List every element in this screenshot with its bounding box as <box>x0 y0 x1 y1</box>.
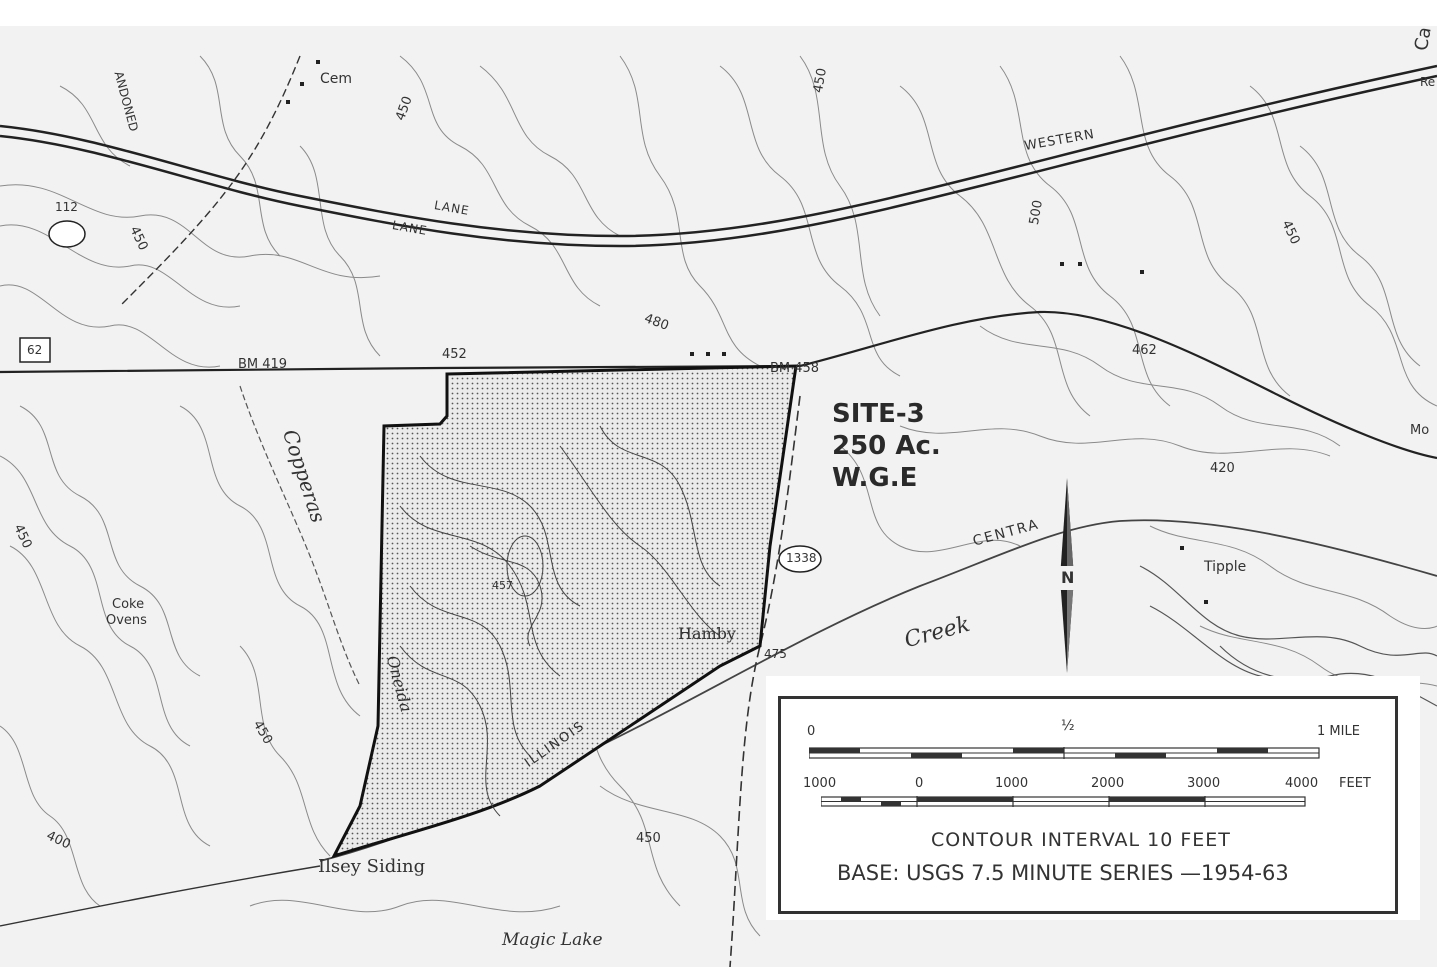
site-name: SITE-3 <box>832 399 925 429</box>
re-label: Re <box>1420 75 1436 89</box>
building-markers <box>286 60 1208 604</box>
spot-475: 475 <box>764 647 787 661</box>
legend: 0 ½ 1 MILE 1000 0 1000 2000 3000 <box>766 676 1420 920</box>
magic-lake-label: Magic Lake <box>502 930 603 950</box>
north-arrow: N <box>1050 478 1084 678</box>
mile-tick-1: 1 MILE <box>1317 724 1360 739</box>
contour-420: 420 <box>1210 461 1235 476</box>
mile-tick-0: 0 <box>807 724 816 739</box>
cemetery-label: Cem <box>320 71 353 87</box>
feet-scale-bar <box>821 796 1306 807</box>
feet-unit: FEET <box>1339 776 1371 791</box>
contour-lines <box>0 55 1437 937</box>
site-owner: W.G.E <box>832 463 918 493</box>
mile-tick-half: ½ <box>1061 718 1075 734</box>
copperas-creek <box>239 385 361 687</box>
site-contours <box>399 425 721 817</box>
feet-tick-1000: 1000 <box>995 776 1029 791</box>
interstate-highway <box>0 64 1437 248</box>
topographic-map: Cem ANDONED 450 450 Ca Re WESTERN LANE L… <box>0 26 1437 967</box>
contour-interval: CONTOUR INTERVAL 10 FEET <box>931 829 1231 851</box>
illinois-railroad <box>0 865 321 927</box>
main-road <box>0 310 1437 460</box>
mo-label: Mo <box>1410 423 1430 438</box>
legend-frame: 0 ½ 1 MILE 1000 0 1000 2000 3000 <box>778 696 1398 914</box>
base-note: BASE: USGS 7.5 MINUTE SERIES —1954-63 <box>837 861 1289 885</box>
site-label: SITE-3 250 Ac. W.G.E <box>832 398 941 494</box>
feet-tick-4000: 4000 <box>1285 776 1319 791</box>
route-62-label: 62 <box>27 343 43 357</box>
site-area: 250 Ac. <box>832 431 941 461</box>
map-linework <box>0 55 1437 967</box>
feet-tick-1000-neg: 1000 <box>803 776 837 791</box>
dashed-road <box>729 395 801 967</box>
spot-462: 462 <box>1132 343 1157 358</box>
tipple-label: Tipple <box>1204 559 1247 575</box>
feet-tick-2000: 2000 <box>1091 776 1125 791</box>
abandoned-railroad <box>119 55 301 307</box>
contour-450-g: 450 <box>636 831 661 846</box>
bm-419-label: BM 419 <box>238 357 288 372</box>
feet-tick-0: 0 <box>915 776 924 791</box>
spot-457: 457 <box>492 579 513 592</box>
route-shields <box>19 220 822 573</box>
bm-458-label: BM 458 <box>770 361 820 376</box>
route-1338-label: 1338 <box>786 551 817 565</box>
north-arrow-icon <box>1053 478 1081 673</box>
ca-label: Ca <box>1410 26 1436 53</box>
ovens-label: Ovens <box>106 613 147 628</box>
mile-scale-bar <box>809 747 1320 759</box>
route-112-label: 112 <box>55 200 78 214</box>
north-label: N <box>1061 568 1075 587</box>
site-3-boundary <box>330 364 798 859</box>
feet-tick-3000: 3000 <box>1187 776 1221 791</box>
hamby-label: Hamby <box>678 624 736 643</box>
spot-452: 452 <box>442 347 467 362</box>
ilsey-siding-label: Ilsey Siding <box>318 856 426 877</box>
coke-label: Coke <box>112 597 145 612</box>
